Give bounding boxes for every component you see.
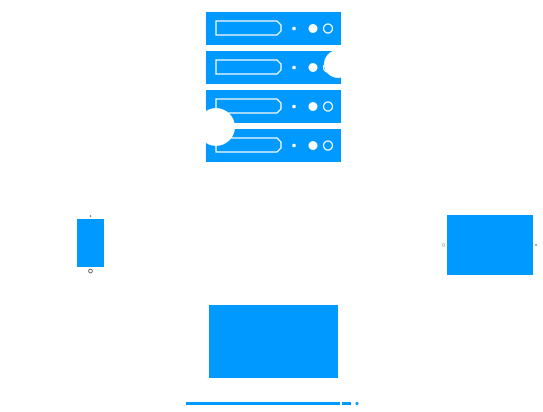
phone-home-button bbox=[88, 268, 93, 274]
server-rack-icon bbox=[197, 12, 352, 162]
status-dot-small bbox=[292, 104, 296, 109]
status-dot-small bbox=[292, 143, 296, 148]
status-light-filled bbox=[308, 24, 318, 33]
phone-speaker bbox=[89, 215, 92, 217]
tablet-body bbox=[447, 215, 533, 275]
smartphone-icon bbox=[77, 215, 104, 274]
drive-slot bbox=[215, 59, 282, 75]
laptop-trackpad-notch bbox=[342, 402, 351, 405]
status-light-filled bbox=[308, 102, 318, 111]
status-light-ring bbox=[322, 140, 334, 151]
drive-slot bbox=[215, 137, 282, 153]
server-unit-2 bbox=[206, 51, 341, 84]
server-unit-body bbox=[206, 12, 341, 45]
status-light-filled bbox=[308, 63, 318, 72]
status-light-ring bbox=[322, 101, 334, 112]
laptop-indicator bbox=[355, 402, 359, 405]
status-light-filled bbox=[308, 141, 318, 150]
laptop-icon bbox=[186, 305, 359, 405]
status-light-ring bbox=[322, 23, 334, 34]
cloud-bubble-right bbox=[324, 50, 352, 78]
server-unit-1 bbox=[206, 12, 341, 45]
drive-slot bbox=[215, 20, 282, 36]
phone-body bbox=[77, 219, 104, 267]
cloud-bubble-left bbox=[197, 108, 235, 146]
tablet-icon bbox=[441, 215, 537, 275]
server-unit-body bbox=[206, 51, 341, 84]
tablet-home-button bbox=[441, 243, 446, 247]
status-dot-small bbox=[292, 65, 296, 70]
laptop-screen bbox=[209, 305, 338, 378]
laptop-base bbox=[186, 402, 340, 405]
status-dot-small bbox=[292, 26, 296, 31]
